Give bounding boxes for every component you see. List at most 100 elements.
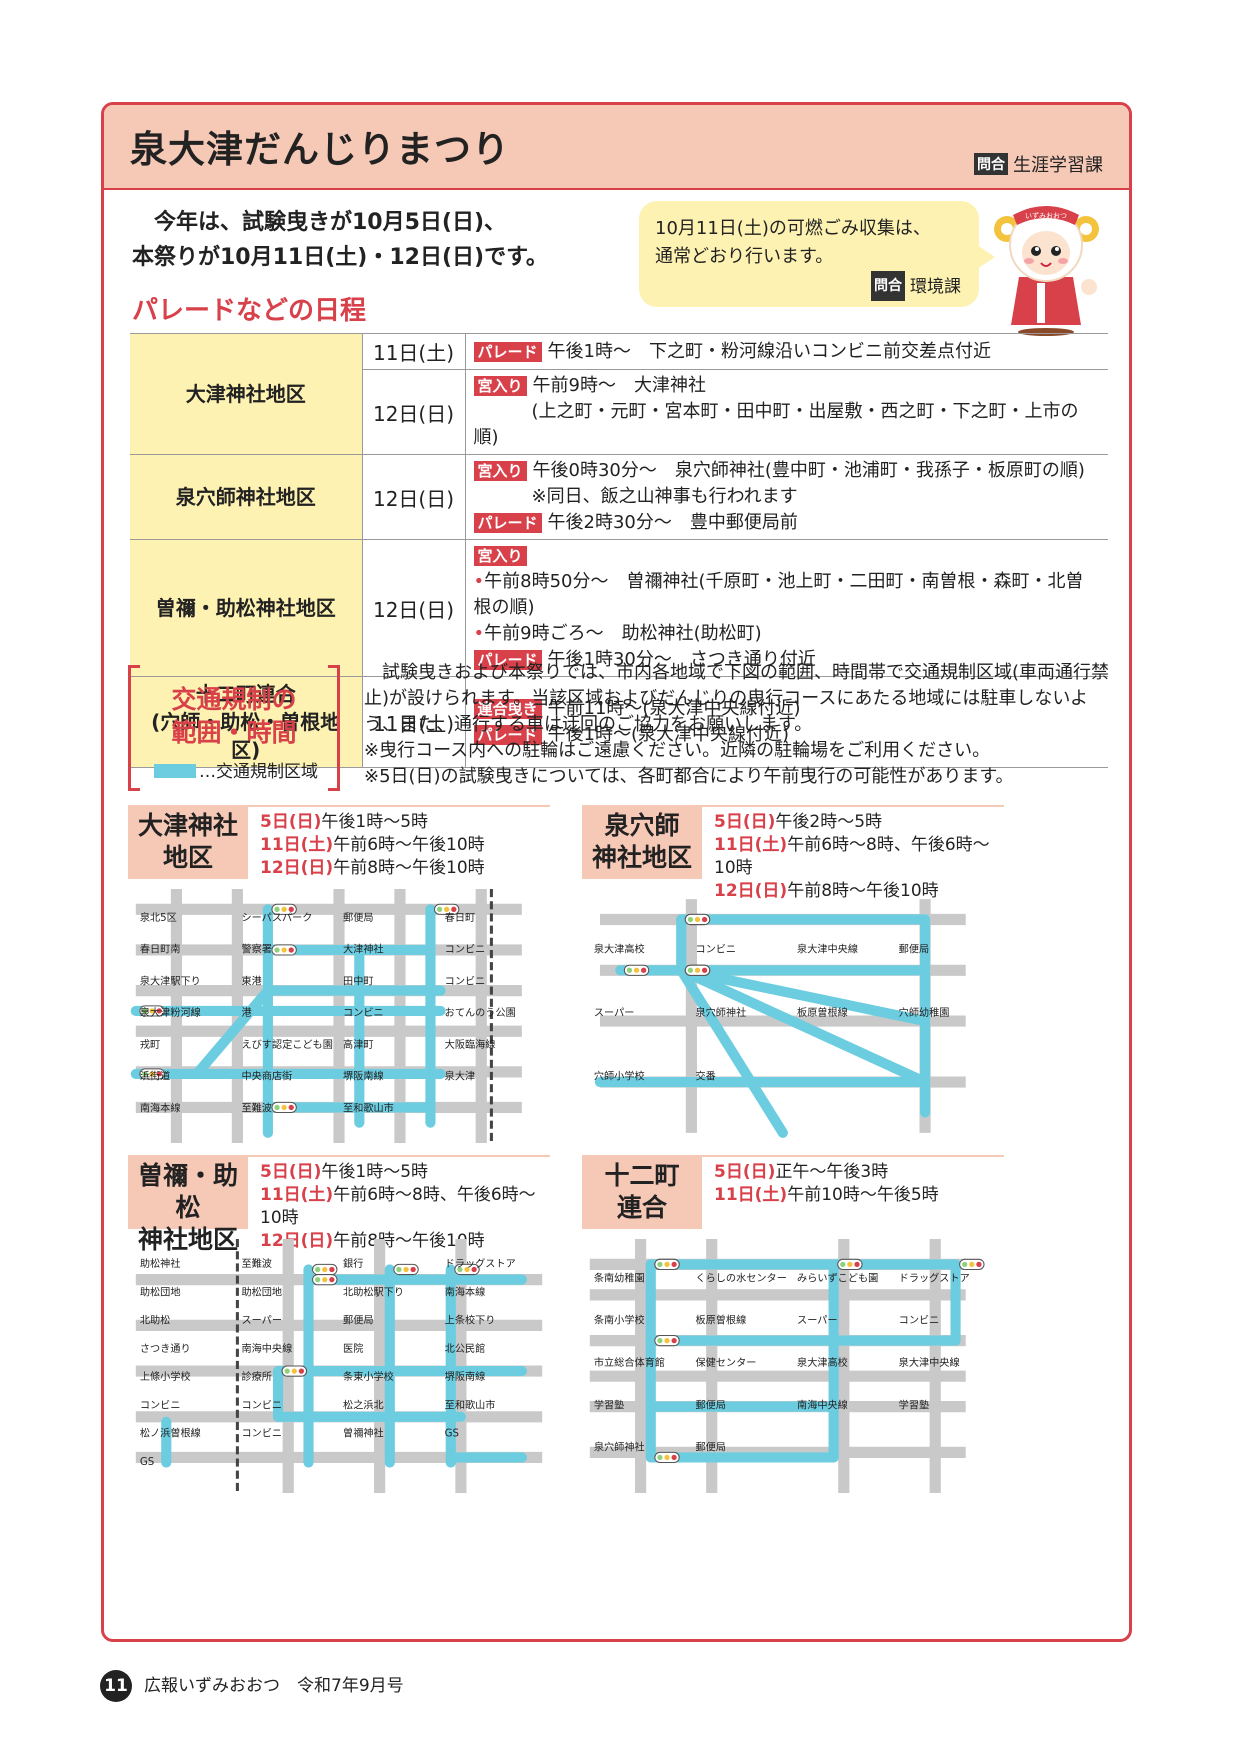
map-label: コンビニ	[445, 975, 486, 987]
map-time-row: 5日(日)午後1時〜5時	[260, 811, 485, 834]
map-label: 北助松	[140, 1314, 170, 1327]
area-cell: 大津神社地区	[130, 333, 363, 455]
article-frame: 泉大津だんじりまつり 問合生涯学習課 今年は、試験曳きが10月5日(日)、 本祭…	[101, 102, 1132, 1642]
road-map: 泉大津高校コンビニ泉大津中央線郵便局スーパー泉穴師神社板原曽根線穴師幼稚園穴師小…	[594, 899, 966, 1138]
map-label: 堺阪南線	[343, 1070, 384, 1083]
map-time-row: 5日(日)午後2時〜5時	[714, 811, 1004, 834]
map-label: 穴師幼稚園	[899, 1006, 950, 1019]
map-label: GS	[140, 1457, 154, 1468]
road-map: 条南幼稚園くらしの水センターみらいずこども園ドラッグストア条南小学校板原曽根線ス…	[589, 1239, 985, 1493]
map-time-day: 11日(土)	[714, 835, 788, 855]
area-cell: 曽禰・助松神社地区	[130, 539, 363, 677]
map-time-row: 11日(土)午前6時〜8時、午後6時〜10時	[714, 834, 1004, 880]
traffic-light-icon	[433, 903, 460, 915]
map-label: 曽禰神社	[343, 1427, 384, 1440]
map-label: コンビニ	[343, 1007, 384, 1019]
road-map: 泉北5区シーパスパーク郵便局春日町春日町南警察署大津神社コンビニ泉大津駅下り東港…	[130, 889, 522, 1143]
map-label: シーパスパーク	[241, 912, 312, 924]
map-label: 春日町南	[140, 943, 181, 956]
traffic-title-2: 範囲・時間	[171, 718, 297, 747]
map-header-rule	[582, 805, 1004, 807]
map-area-name-2: 地区	[162, 843, 213, 872]
traffic-light-icon	[837, 1258, 863, 1270]
map-label: スーパー	[594, 1007, 635, 1019]
map-label: 郵便局	[899, 943, 929, 956]
event-badge: 宮入り	[473, 546, 527, 566]
map-label: 助松団地	[140, 1285, 181, 1298]
map-time-row: 5日(日)午後1時〜5時	[260, 1161, 550, 1184]
traffic-light-icon	[271, 1101, 297, 1114]
publication-name: 広報いずみおおつ 令和7年9月号	[144, 1676, 404, 1696]
map-label: 松之浜北	[343, 1398, 384, 1411]
page-number: 11	[100, 1670, 132, 1702]
traffic-title: 交通規制の範囲・時間	[128, 683, 340, 749]
notice-line2: 通常どおり行います。	[655, 246, 834, 267]
map-time-range: 午後1時〜5時	[321, 1162, 429, 1182]
event-badge: パレード	[473, 650, 542, 670]
event-text: 午後2時30分〜 豊中郵便局前	[547, 512, 798, 533]
map-label: みらいずこども園	[797, 1272, 878, 1284]
map-label: 板原曽根線	[797, 1006, 848, 1019]
map-time-row: 12日(日)午前8時〜午後10時	[260, 1230, 550, 1253]
map-label: 泉大津駅下り	[140, 974, 201, 987]
event-badge: パレード	[473, 513, 542, 533]
traffic-light-icon	[271, 944, 297, 956]
notice-bubble: 10月11日(土)の可燃ごみ収集は、 通常どおり行います。 問合環境課	[639, 201, 995, 307]
traffic-light-icon	[312, 1274, 338, 1286]
event-text: 午後1時30分〜 さつき通り付近	[547, 649, 816, 670]
map-label: 板原曽根線	[695, 1314, 746, 1327]
map-label: 市立総合体育館	[594, 1356, 665, 1369]
map-time-row: 12日(日)午前8時〜午後10時	[714, 880, 1004, 903]
map-label: 診療所	[241, 1370, 271, 1383]
intro-line1: 今年は、試験曳きが10月5日(日)、	[154, 210, 507, 235]
map-time-row: 5日(日)正午〜午後3時	[714, 1161, 939, 1184]
traffic-note-2: ※5日(日)の試験曳きについては、各町都合により午前曳行の可能性があります。	[364, 766, 1014, 787]
map-label: 浜街道	[140, 1070, 170, 1083]
traffic-light-icon	[959, 1258, 985, 1270]
event-text: 午後0時30分〜 泉穴師神社(豊中町・池浦町・我孫子・板原町の順)	[532, 460, 1085, 481]
map-time-range: 午前8時〜午後10時	[333, 858, 485, 878]
map-time-range: 午前10時〜午後5時	[787, 1185, 939, 1205]
table-row: 大津神社地区 11日(土) パレード午後1時〜 下之町・粉河線沿いコンビニ前交差…	[130, 333, 1108, 455]
map-label: コンビニ	[695, 944, 736, 956]
map-label: えびす認定こども園	[241, 1038, 332, 1051]
traffic-light-icon	[623, 964, 650, 976]
restricted-road	[191, 985, 273, 1079]
map-label: 大阪臨海線	[445, 1038, 496, 1051]
map-label: 郵便局	[695, 1398, 725, 1411]
map-label: 郵便局	[695, 1441, 725, 1454]
map-header-rule	[128, 1155, 550, 1157]
map-label: 南海本線	[445, 1285, 486, 1298]
event-cell: 連合曳き午前11時〜(泉大津中央線付近)パレード午後1時〜(泉大津中央線付近)	[465, 676, 1108, 768]
traffic-light-icon	[654, 1451, 680, 1464]
inquiry-dept: 生涯学習課	[1013, 155, 1103, 176]
bracket-right	[328, 665, 340, 791]
event-badge: 連合曳き	[473, 699, 542, 719]
restricted-road	[676, 965, 788, 1138]
event-text: 午前11時〜(泉大津中央線付近)	[547, 698, 801, 719]
map-label: 至和歌山市	[343, 1101, 394, 1114]
table-row: 12日(日) 宮入り午前9時〜 大津神社(上之町・元町・宮本町・田中町・出屋敷・…	[130, 369, 1108, 455]
map-time-row: 11日(土)午前6時〜8時、午後6時〜10時	[260, 1184, 550, 1230]
map-area-name-1: 泉穴師	[604, 811, 680, 840]
map-time-day: 5日(日)	[260, 1162, 322, 1182]
map-time-day: 12日(日)	[260, 1231, 334, 1251]
map-time-day: 11日(土)	[714, 1185, 788, 1205]
map-label: 泉穴師神社	[695, 1006, 746, 1019]
map-label: 春日町	[445, 912, 475, 924]
map-time-day: 11日(土)	[260, 1185, 334, 1205]
area-name: 十二町連合	[195, 682, 296, 706]
traffic-light-icon	[312, 1263, 338, 1276]
map-header-rule	[128, 805, 550, 807]
map-label: 中央商店街	[241, 1070, 292, 1083]
traffic-light-icon	[654, 1258, 680, 1270]
inquiry-tag: 問合	[974, 153, 1008, 175]
map-label: 松ノ浜曽根線	[140, 1427, 201, 1440]
map-label: 郵便局	[343, 911, 373, 924]
map-label: 南海中央線	[797, 1398, 848, 1411]
notice-inquiry: 問合環境課	[871, 271, 961, 301]
